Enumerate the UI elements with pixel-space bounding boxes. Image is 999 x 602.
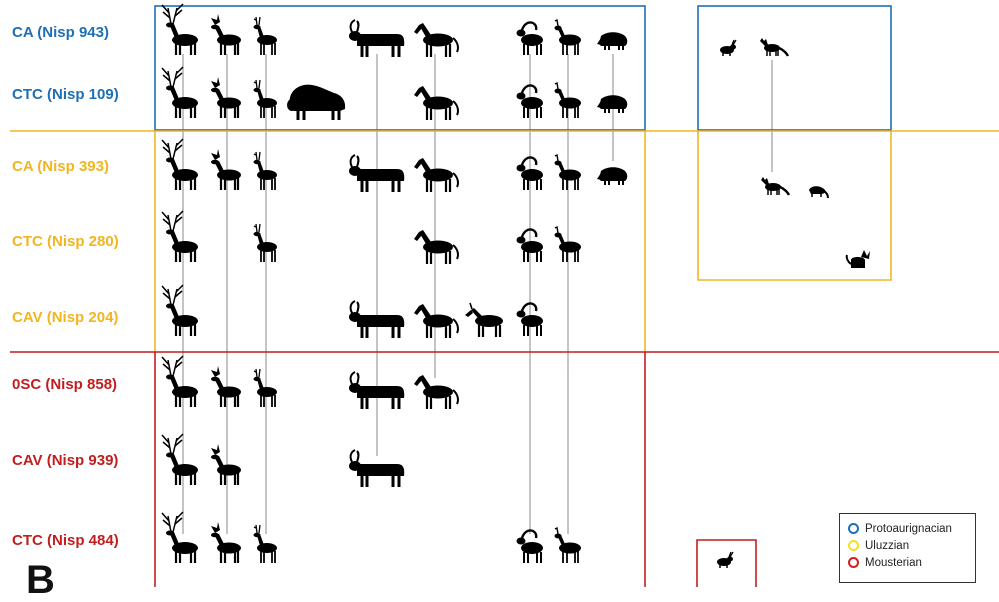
- horse-icon: [414, 375, 458, 409]
- red-deer-icon: [162, 434, 198, 485]
- legend: Protoaurignacian Uluzzian Mousterian: [839, 513, 976, 583]
- legend-ring-protoaurignacian: [848, 523, 859, 534]
- fallow-deer-icon: [211, 444, 241, 485]
- ibex-icon: [517, 530, 544, 563]
- row-label: CA (Nisp 943): [12, 24, 109, 41]
- red-deer-icon: [162, 512, 198, 563]
- roe-deer-icon: [254, 525, 278, 563]
- roe-deer-icon: [254, 17, 278, 55]
- legend-ring-uluzzian: [848, 540, 859, 551]
- row-label: CAV (Nisp 204): [12, 309, 118, 326]
- fallow-deer-icon: [211, 366, 241, 407]
- hare-icon: [720, 40, 736, 56]
- legend-label: Mousterian: [865, 557, 922, 569]
- row-label: CTC (Nisp 280): [12, 233, 119, 250]
- red-deer-icon: [162, 139, 198, 190]
- red-deer-icon: [162, 285, 198, 336]
- boar-icon: [597, 32, 627, 50]
- fallow-deer-icon: [211, 149, 241, 190]
- red-deer-icon: [162, 4, 198, 55]
- boar-icon: [597, 95, 627, 113]
- hare-icon: [717, 552, 733, 568]
- red-deer-icon: [162, 356, 198, 407]
- legend-item-mousterian: Mousterian: [848, 554, 967, 571]
- horse-icon: [414, 158, 458, 192]
- roe-deer-icon: [254, 224, 278, 262]
- ibex-icon: [517, 22, 544, 55]
- fallow-deer-icon: [211, 77, 241, 118]
- aurochs-icon: [349, 20, 404, 57]
- row-label: CAV (Nisp 939): [12, 452, 118, 469]
- horse-icon: [414, 86, 458, 120]
- horse-icon: [414, 304, 458, 338]
- legend-ring-mousterian: [848, 557, 859, 568]
- wildcat-icon: [847, 250, 870, 268]
- fox-icon: [760, 38, 788, 56]
- faunal-diagram: CA (Nisp 943) CTC (Nisp 109) CA (Nisp 393)…: [0, 0, 999, 587]
- red-deer-icon: [162, 67, 198, 118]
- roe-deer-icon: [254, 80, 278, 118]
- diagram-canvas: [0, 0, 999, 587]
- fallow-deer-icon: [211, 522, 241, 563]
- row-label: CA (Nisp 393): [12, 158, 109, 175]
- protoaurignacian-frame: [155, 6, 645, 130]
- row-label: CTC (Nisp 484): [12, 532, 119, 549]
- fallow-deer-icon: [211, 14, 241, 55]
- protoaurignacian-small-frame: [698, 6, 891, 130]
- ass-icon: [465, 303, 503, 337]
- legend-item-protoaurignacian: Protoaurignacian: [848, 520, 967, 537]
- mustelid-icon: [809, 186, 828, 198]
- legend-label: Protoaurignacian: [865, 523, 952, 535]
- legend-label: Uluzzian: [865, 540, 909, 552]
- fox-icon: [761, 177, 789, 195]
- roe-deer-icon: [254, 152, 278, 190]
- legend-item-uluzzian: Uluzzian: [848, 537, 967, 554]
- horse-icon: [414, 230, 458, 264]
- red-deer-icon: [162, 211, 198, 262]
- roe-deer-icon: [254, 369, 278, 407]
- chamois-icon: [555, 20, 582, 55]
- boar-icon: [597, 167, 627, 185]
- bison-icon: [287, 85, 345, 120]
- row-label: 0SC (Nisp 858): [12, 376, 117, 393]
- row-label: CTC (Nisp 109): [12, 86, 119, 103]
- horse-icon: [414, 23, 458, 57]
- panel-letter: B: [26, 560, 55, 600]
